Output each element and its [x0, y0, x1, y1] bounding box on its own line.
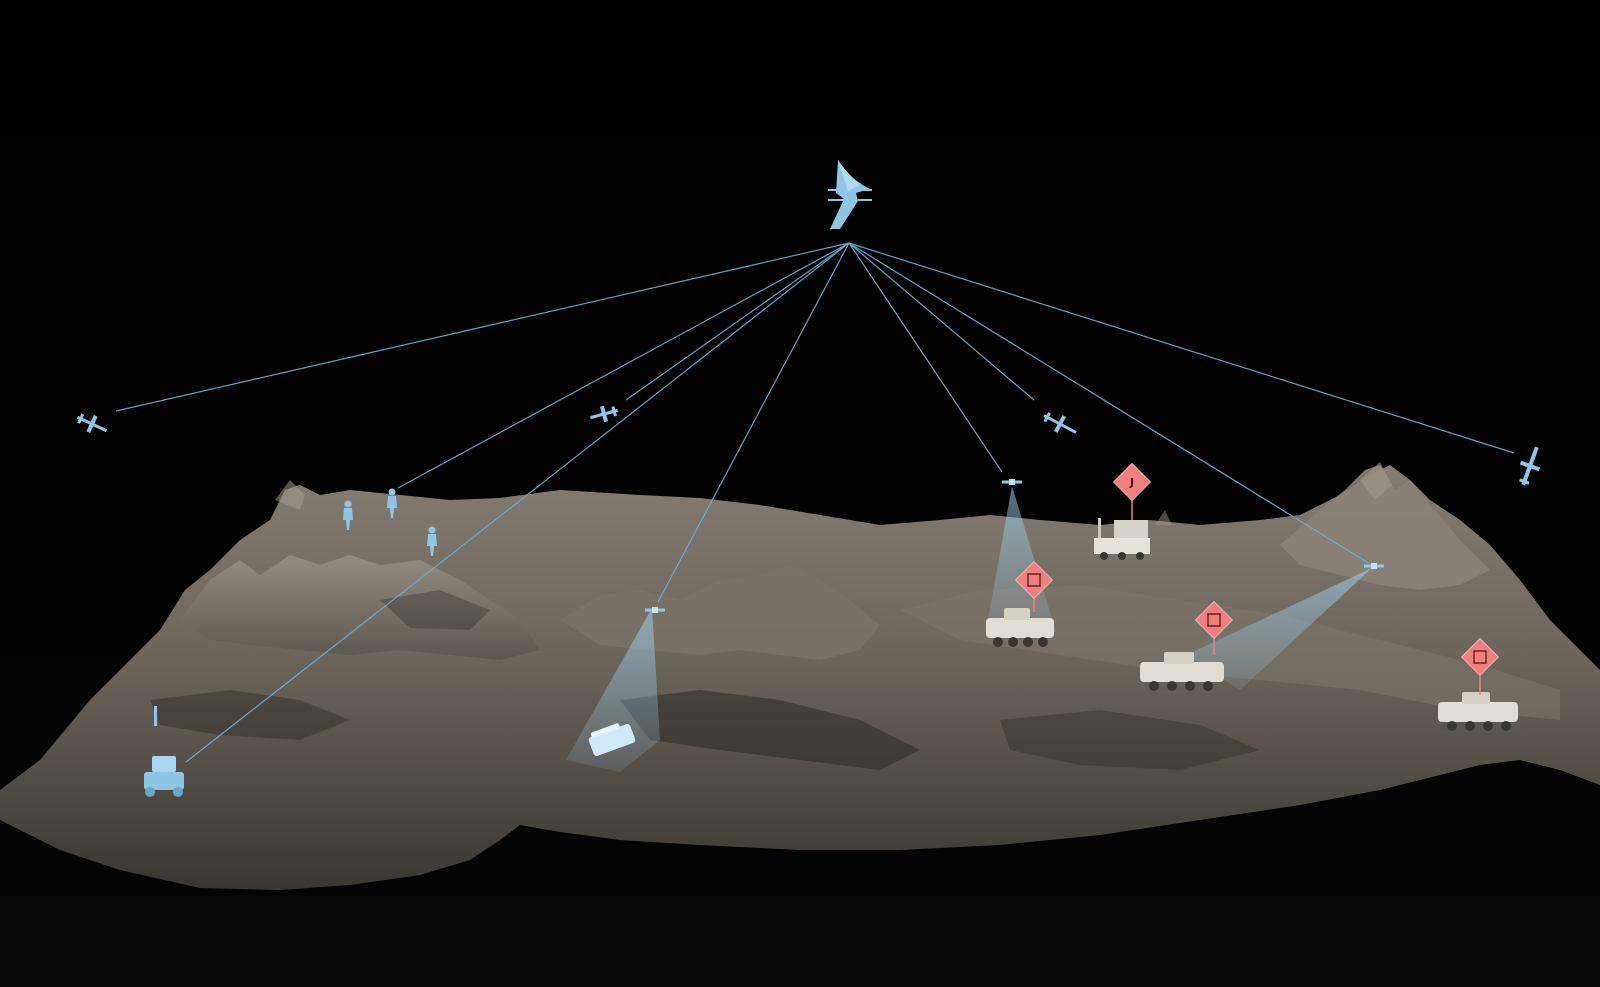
- terrain: [0, 462, 1600, 890]
- hostile-markers: J: [1014, 462, 1500, 695]
- radar-truck-icon: [1094, 518, 1150, 560]
- jammer-marker-symbol: J: [1129, 476, 1134, 489]
- soldier-icon: [427, 526, 437, 556]
- data-link-line: [115, 242, 850, 412]
- fixed-wing-drone-icon: [1043, 412, 1077, 434]
- quadcopter-drone-icon: [1002, 479, 1022, 485]
- soldier-icon: [343, 500, 353, 530]
- quadcopter-drone-icon: [645, 607, 665, 613]
- hostile-vehicle-marker-icon: [1460, 637, 1500, 677]
- sensor-cone: [988, 486, 1056, 632]
- data-links: [115, 242, 1515, 763]
- fixed-wing-drone-icon: [590, 405, 618, 423]
- data-link-line: [848, 242, 1371, 565]
- armored-vehicle-icon: [1140, 652, 1224, 691]
- terrain-highlight: [275, 480, 305, 510]
- antenna-icon: [154, 706, 157, 726]
- data-link-line: [397, 242, 850, 489]
- armored-vehicle-icon: [588, 723, 636, 757]
- ground-robot-icon: [144, 756, 184, 797]
- terrain-shadow: [620, 690, 920, 770]
- terrain-shadow: [380, 590, 490, 630]
- data-link-line: [657, 242, 850, 603]
- terrain-shadow: [150, 690, 350, 740]
- armored-vehicle-icon: [1438, 692, 1518, 731]
- fixed-wing-drone-icon: [76, 413, 108, 434]
- terrain-ridge: [180, 555, 540, 660]
- data-link-line: [185, 242, 850, 763]
- armored-vehicle-icon: [986, 608, 1054, 647]
- sensor-cone: [566, 608, 660, 772]
- soldier-icon: [387, 488, 397, 518]
- fixed-wing-drone-icon: [1519, 446, 1541, 486]
- sensor-cone: [1186, 568, 1372, 690]
- flying-wing-drone-icon: [828, 160, 872, 229]
- terrain-highlight: [1360, 462, 1392, 500]
- terrain-highlight: [1155, 510, 1172, 525]
- data-link-line: [625, 242, 850, 401]
- terrain-ridge: [1280, 465, 1490, 590]
- jammer-marker-icon: J: [1112, 462, 1152, 502]
- sensor-cones: [566, 486, 1372, 772]
- quadcopter-drone-icon: [1364, 563, 1384, 569]
- terrain-shadow: [1000, 710, 1260, 770]
- hostile-vehicle-marker-icon: [1014, 560, 1054, 600]
- data-link-line: [848, 242, 1003, 473]
- hostile-vehicle-marker-icon: [1194, 600, 1234, 640]
- data-link-line: [848, 242, 1515, 454]
- data-link-line: [848, 242, 1035, 401]
